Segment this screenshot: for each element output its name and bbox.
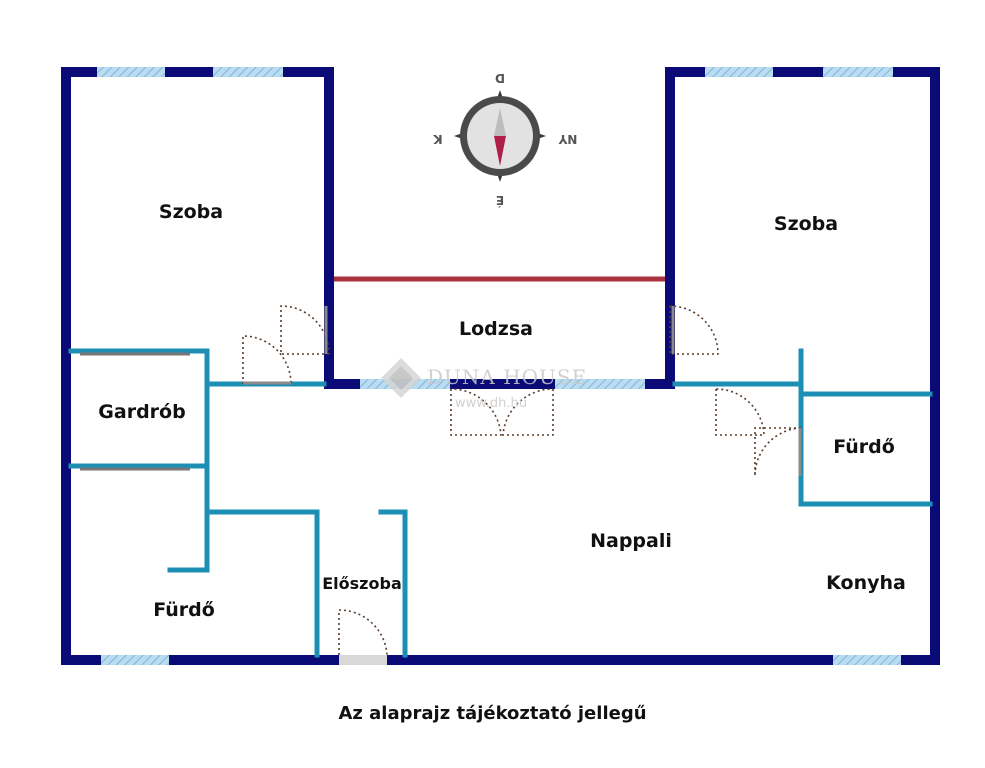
room-label-szoba-right: Szoba [774,213,838,235]
window [101,655,169,665]
floor-plan: D É K NY DUNA HOUSE www.dh.hu Szoba Szob… [61,67,940,665]
window [833,655,901,665]
door-leaves [243,306,802,476]
window [97,67,165,77]
room-label-nappali: Nappali [590,530,672,552]
door-swing [280,305,330,355]
watermark-url: www.dh.hu [455,396,527,411]
door-swing [669,305,719,355]
door-swing [754,427,802,477]
room-label-konyha: Konyha [826,572,906,594]
window [555,379,645,389]
compass-label-top: D [495,71,505,85]
room-label-szoba-left: Szoba [159,201,223,223]
door-swings [242,305,802,656]
window [213,67,283,77]
compass-needle-north [494,108,506,136]
room-labels: Szoba Szoba Lodzsa Gardrób Fürdő Nappali… [98,201,906,621]
compass-label-left: K [433,132,443,146]
room-label-eloszoba: Előszoba [322,574,401,593]
room-label-furdo-left: Fürdő [153,599,215,621]
door-swing [502,388,554,436]
door-swing [450,388,502,436]
room-label-gardrob: Gardrób [98,401,185,423]
compass: D É K NY [433,71,578,208]
compass-label-right: NY [558,132,577,146]
door-swing [242,335,292,385]
sliding-doors [80,352,190,471]
footer-note: Az alaprajz tájékoztató jellegű [338,703,647,724]
room-label-furdo-right: Fürdő [833,436,895,458]
door-swing [338,609,388,656]
room-label-lodzsa: Lodzsa [459,318,533,340]
compass-label-bottom: É [496,193,504,208]
door-swing [715,388,765,436]
window [823,67,893,77]
window [705,67,773,77]
compass-needle-south [494,136,506,166]
watermark-logo-icon [389,366,413,390]
watermark-brand: DUNA HOUSE [427,365,587,389]
door-opening [339,655,387,665]
watermark: DUNA HOUSE www.dh.hu [381,358,587,411]
